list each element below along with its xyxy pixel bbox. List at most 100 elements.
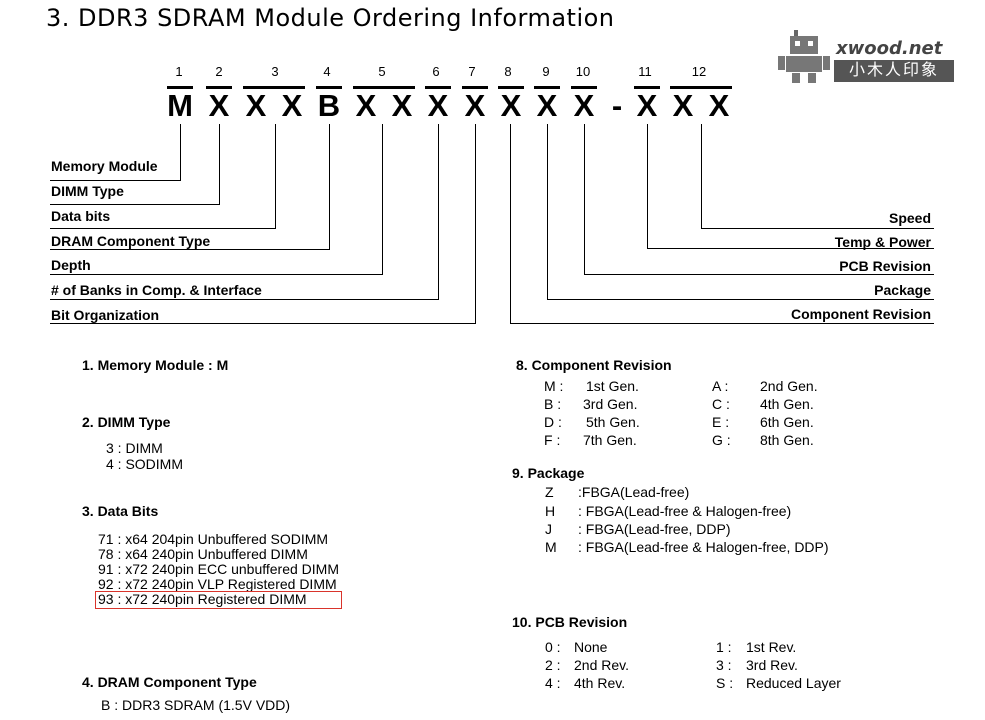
rev-key: G : bbox=[712, 432, 731, 448]
pkg-key: J bbox=[545, 521, 552, 537]
pcb-key: 1 : bbox=[716, 639, 732, 655]
pcb-key: 3 : bbox=[716, 657, 732, 673]
label-component-revision: Component Revision bbox=[790, 306, 931, 322]
code-char: X bbox=[391, 88, 413, 123]
section-dram-component-type-title: 4. DRAM Component Type bbox=[82, 674, 257, 690]
code-char: X bbox=[636, 88, 658, 123]
page-title: 3. DDR3 SDRAM Module Ordering Informatio… bbox=[46, 4, 615, 32]
label-package: Package bbox=[874, 282, 931, 298]
position-number: 12 bbox=[691, 64, 707, 79]
position-number: 9 bbox=[542, 64, 550, 79]
pkg-value: : FBGA(Lead-free, DDP) bbox=[578, 521, 731, 537]
code-char: X bbox=[573, 88, 595, 123]
connector-line bbox=[647, 248, 934, 249]
code-overbar bbox=[243, 86, 305, 89]
label-temp-power: Temp & Power bbox=[834, 234, 931, 250]
position-number: 1 bbox=[175, 64, 183, 79]
position-number: 8 bbox=[504, 64, 512, 79]
connector-line bbox=[382, 124, 383, 274]
code-char: X bbox=[500, 88, 522, 123]
pkg-value: : FBGA(Lead-free & Halogen-free, DDP) bbox=[578, 539, 829, 555]
code-overbar bbox=[498, 86, 524, 89]
code-char: B bbox=[317, 88, 341, 123]
position-number: 5 bbox=[378, 64, 386, 79]
rev-value: 8th Gen. bbox=[760, 432, 814, 448]
code-overbar bbox=[462, 86, 488, 89]
pkg-value: :FBGA(Lead-free) bbox=[578, 484, 690, 500]
code-char: M bbox=[167, 88, 193, 123]
rev-key: A : bbox=[712, 378, 729, 394]
pcb-key: S : bbox=[716, 675, 734, 691]
robot-logo-icon bbox=[778, 30, 830, 83]
code-overbar bbox=[534, 86, 560, 89]
rev-value: 3rd Gen. bbox=[583, 396, 638, 412]
code-overbar bbox=[353, 86, 415, 89]
rev-key: D : bbox=[544, 414, 562, 430]
code-overbar bbox=[571, 86, 597, 89]
position-number: 7 bbox=[468, 64, 476, 79]
connector-line bbox=[180, 124, 181, 180]
section-memory-module-title: 1. Memory Module : M bbox=[82, 357, 229, 373]
rev-value: 2nd Gen. bbox=[760, 378, 818, 394]
rev-value: 4th Gen. bbox=[760, 396, 814, 412]
section-package-title: 9. Package bbox=[512, 465, 585, 481]
position-number: 4 bbox=[323, 64, 331, 79]
pcb-value: 2nd Rev. bbox=[574, 657, 629, 673]
connector-line bbox=[50, 249, 330, 250]
code-char: X bbox=[355, 88, 377, 123]
list-item: 71 : x64 204pin Unbuffered SODIMM bbox=[98, 531, 329, 547]
connector-line bbox=[50, 228, 276, 229]
label-pcb-revision: PCB Revision bbox=[839, 258, 931, 274]
pcb-value: None bbox=[574, 639, 608, 655]
list-item: 3 : DIMM bbox=[106, 440, 163, 456]
code-overbar bbox=[206, 86, 232, 89]
connector-line bbox=[329, 124, 330, 249]
connector-line bbox=[510, 323, 934, 324]
code-overbar bbox=[634, 86, 660, 89]
connector-line bbox=[50, 299, 439, 300]
rev-value: 1st Gen. bbox=[586, 378, 639, 394]
code-overbar bbox=[670, 86, 732, 89]
label-dimm-type: DIMM Type bbox=[51, 183, 124, 199]
connector-line bbox=[547, 299, 934, 300]
section-component-revision-title: 8. Component Revision bbox=[516, 357, 672, 373]
logo-subtitle: 小木人印象 bbox=[834, 60, 954, 82]
section-data-bits-title: 3. Data Bits bbox=[82, 503, 159, 519]
list-item: 92 : x72 240pin VLP Registered DIMM bbox=[98, 576, 337, 592]
connector-line bbox=[438, 124, 439, 299]
position-number: 6 bbox=[432, 64, 440, 79]
pcb-value: 4th Rev. bbox=[574, 675, 626, 691]
label-memory-module: Memory Module bbox=[51, 158, 158, 174]
label-speed: Speed bbox=[888, 210, 931, 226]
connector-line bbox=[275, 124, 276, 228]
code-char: X bbox=[536, 88, 558, 123]
position-number: 3 bbox=[271, 64, 279, 79]
pkg-key: M bbox=[545, 539, 557, 555]
connector-line bbox=[584, 124, 585, 274]
label-banks: # of Banks in Comp. & Interface bbox=[51, 282, 262, 298]
list-item: 4 : SODIMM bbox=[106, 456, 184, 472]
label-data-bits: Data bits bbox=[51, 208, 111, 224]
code-overbar bbox=[316, 86, 342, 89]
connector-line bbox=[647, 124, 648, 248]
connector-line bbox=[50, 180, 181, 181]
connector-line bbox=[547, 124, 548, 299]
connector-line bbox=[219, 124, 220, 204]
code-overbar bbox=[167, 86, 193, 89]
section-dimm-type-title: 2. DIMM Type bbox=[82, 414, 171, 430]
code-overbar bbox=[425, 86, 451, 89]
connector-line bbox=[701, 228, 934, 229]
connector-line bbox=[475, 124, 476, 323]
code-char: X bbox=[427, 88, 449, 123]
code-char: X bbox=[208, 88, 230, 123]
pkg-value: : FBGA(Lead-free & Halogen-free) bbox=[578, 503, 792, 519]
rev-key: B : bbox=[544, 396, 562, 412]
code-dash: - bbox=[611, 88, 623, 123]
connector-line bbox=[584, 274, 934, 275]
position-number: 10 bbox=[575, 64, 591, 79]
pkg-key: H bbox=[545, 503, 556, 519]
rev-key: F : bbox=[544, 432, 561, 448]
list-item: B : DDR3 SDRAM (1.5V VDD) bbox=[101, 697, 291, 713]
rev-value: 5th Gen. bbox=[586, 414, 640, 430]
connector-line bbox=[701, 124, 702, 228]
